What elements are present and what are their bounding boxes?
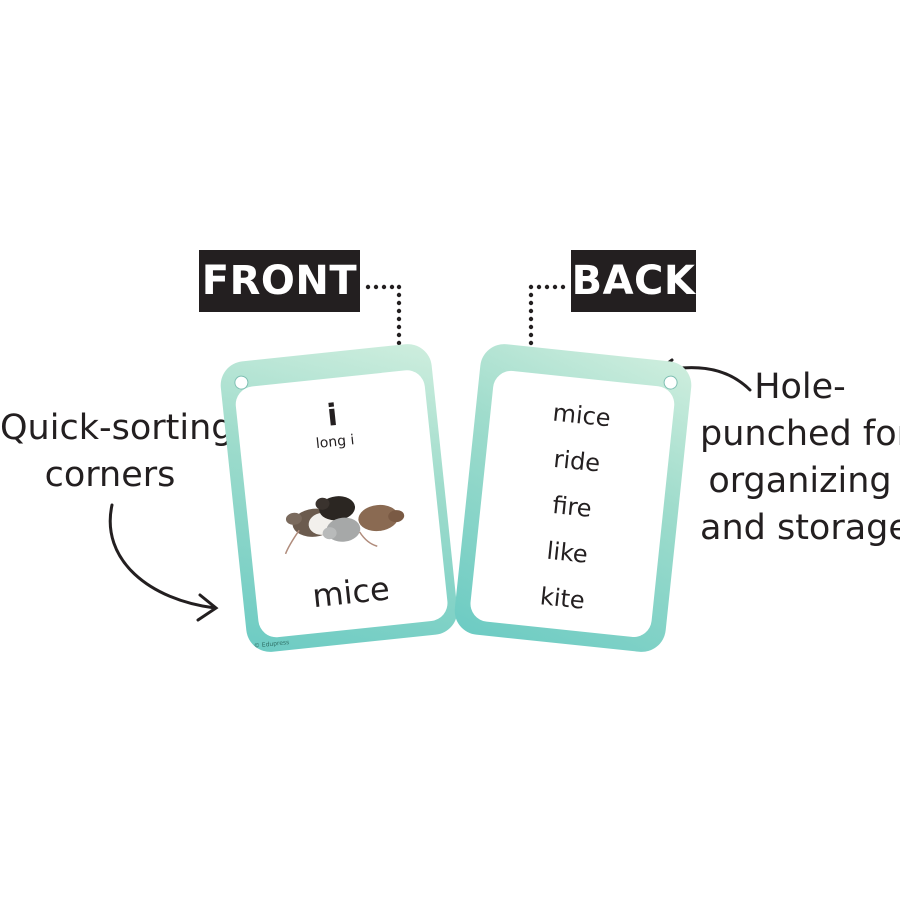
quick-sorting-annotation: Quick-sorting corners — [0, 405, 234, 499]
annotation-line: and storage — [700, 508, 900, 548]
hole-punched-annotation: Hole- punched for organizing and storage — [700, 364, 900, 552]
copyright-text: © Edupress — [253, 639, 290, 650]
card-face: i long i mice — [233, 368, 450, 639]
front-label: FRONT — [199, 250, 360, 312]
corner-arrow-icon — [108, 503, 219, 622]
card-face: mice ride fire like kite — [468, 369, 677, 639]
annotation-line: punched for — [700, 414, 900, 454]
mice-photo — [284, 496, 405, 555]
card-word: mice — [310, 569, 392, 616]
back-flash-card: mice ride fire like kite — [452, 341, 694, 655]
annotation-line: organizing — [708, 461, 892, 501]
back-label: BACK — [571, 250, 696, 312]
annotation-line: corners — [44, 455, 176, 495]
annotation-line: Hole- — [754, 367, 846, 407]
annotation-line: Quick-sorting — [0, 408, 234, 448]
word-list: mice ride fire like kite — [470, 383, 675, 631]
front-flash-card: i long i mice © Edupress — [218, 341, 460, 655]
